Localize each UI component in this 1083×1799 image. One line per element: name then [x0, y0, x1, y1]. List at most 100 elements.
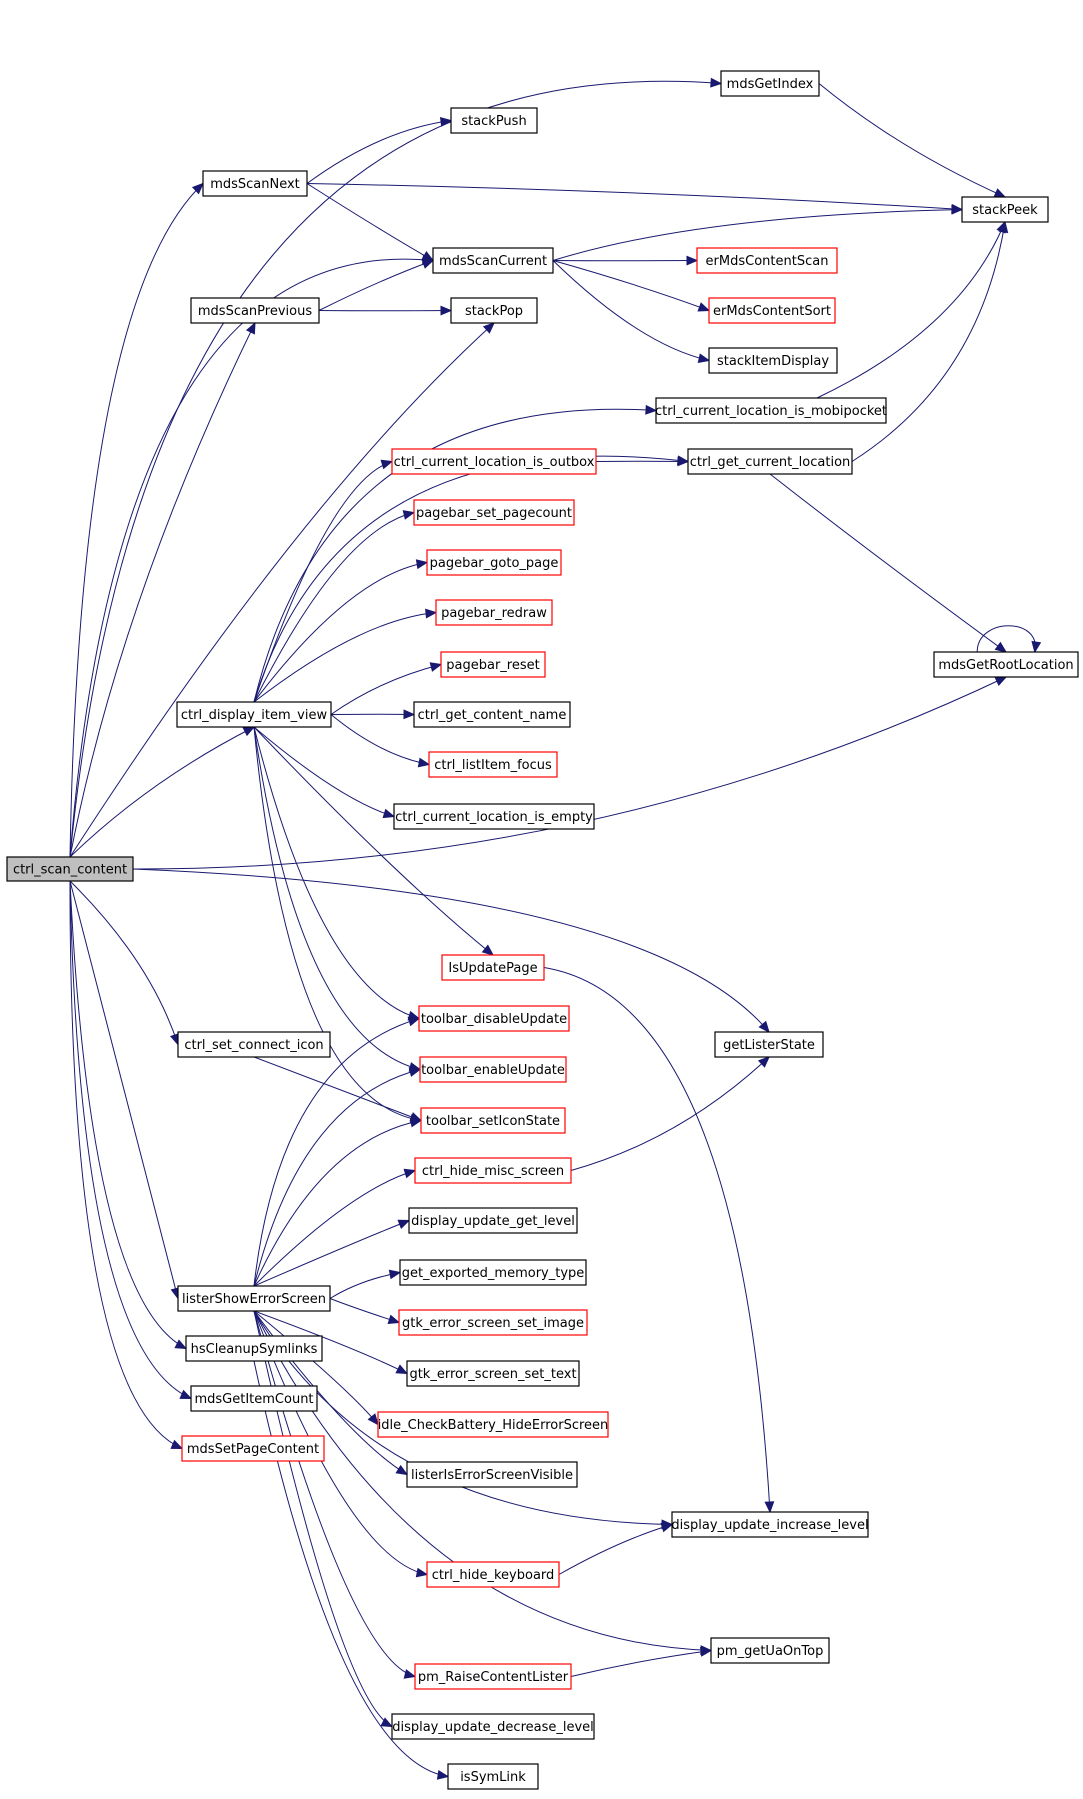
- node-ctrl_set_connect_icon[interactable]: ctrl_set_connect_icon: [177, 1031, 331, 1058]
- node-gtk_error_screen_set_text[interactable]: gtk_error_screen_set_text: [406, 1360, 580, 1387]
- node-ctrl_listItem_focus[interactable]: ctrl_listItem_focus: [428, 751, 558, 778]
- node-box[interactable]: [447, 1763, 539, 1790]
- node-box[interactable]: [414, 1157, 572, 1184]
- node-stackPush[interactable]: stackPush: [450, 107, 538, 134]
- node-stackItemDisplay[interactable]: stackItemDisplay: [708, 347, 838, 374]
- node-box[interactable]: [393, 803, 595, 830]
- node-box[interactable]: [708, 297, 836, 324]
- node-box[interactable]: [933, 651, 1079, 678]
- node-box[interactable]: [190, 297, 320, 324]
- node-box[interactable]: [406, 1461, 578, 1488]
- node-box[interactable]: [450, 297, 538, 324]
- node-ctrl_current_location_is_empty[interactable]: ctrl_current_location_is_empty: [393, 803, 595, 830]
- node-mdsScanCurrent[interactable]: mdsScanCurrent: [432, 247, 554, 274]
- node-isSymLink[interactable]: isSymLink: [447, 1763, 539, 1790]
- node-label: stackItemDisplay: [717, 354, 829, 369]
- node-box[interactable]: [419, 1056, 567, 1083]
- node-box[interactable]: [714, 1031, 824, 1058]
- arrowhead-icon: [429, 662, 443, 672]
- node-ctrl_hide_misc_screen[interactable]: ctrl_hide_misc_screen: [414, 1157, 572, 1184]
- node-toolbar_enableUpdate[interactable]: toolbar_enableUpdate: [419, 1056, 567, 1083]
- node-box[interactable]: [414, 1663, 572, 1690]
- node-box[interactable]: [432, 247, 554, 274]
- call-edge-ctrl_current_location_is_outbox-to-ctrl_get_current_location: [595, 456, 690, 467]
- node-box[interactable]: [398, 1309, 588, 1336]
- node-box[interactable]: [420, 1107, 566, 1134]
- node-pagebar_reset[interactable]: pagebar_reset: [440, 651, 546, 678]
- node-box[interactable]: [185, 1335, 323, 1362]
- node-ctrl_scan_content[interactable]: ctrl_scan_content: [6, 856, 134, 882]
- node-pagebar_set_pagecount[interactable]: pagebar_set_pagecount: [413, 499, 575, 526]
- call-edge-mdsScanNext-to-mdsScanCurrent: [306, 183, 435, 262]
- node-box[interactable]: [391, 1713, 595, 1740]
- node-box[interactable]: [428, 751, 558, 778]
- node-IsUpdatePage[interactable]: IsUpdatePage: [441, 954, 545, 981]
- node-pagebar_goto_page[interactable]: pagebar_goto_page: [426, 549, 562, 576]
- node-box[interactable]: [435, 599, 553, 626]
- node-mdsGetRootLocation[interactable]: mdsGetRootLocation: [933, 651, 1079, 678]
- node-mdsScanNext[interactable]: mdsScanNext: [202, 170, 308, 197]
- node-display_update_get_level[interactable]: display_update_get_level: [408, 1207, 578, 1234]
- node-stackPop[interactable]: stackPop: [450, 297, 538, 324]
- node-mdsGetIndex[interactable]: mdsGetIndex: [720, 70, 820, 97]
- node-gtk_error_screen_set_image[interactable]: gtk_error_screen_set_image: [398, 1309, 588, 1336]
- node-box[interactable]: [720, 70, 820, 97]
- node-box[interactable]: [408, 1207, 578, 1234]
- node-toolbar_setIconState[interactable]: toolbar_setIconState: [420, 1107, 566, 1134]
- node-mdsScanPrevious[interactable]: mdsScanPrevious: [190, 297, 320, 324]
- node-stackPeek[interactable]: stackPeek: [961, 196, 1049, 223]
- node-box[interactable]: [406, 1360, 580, 1387]
- node-erMdsContentScan[interactable]: erMdsContentScan: [696, 247, 838, 274]
- node-box[interactable]: [426, 549, 562, 576]
- node-box[interactable]: [710, 1637, 830, 1664]
- node-get_exported_memory_type[interactable]: get_exported_memory_type: [399, 1259, 587, 1286]
- node-mdsGetItemCount[interactable]: mdsGetItemCount: [190, 1385, 318, 1412]
- arrowhead-icon: [1031, 640, 1042, 654]
- node-box[interactable]: [176, 701, 332, 728]
- node-toolbar_disableUpdate[interactable]: toolbar_disableUpdate: [418, 1005, 570, 1032]
- node-box[interactable]: [177, 1285, 331, 1312]
- node-ctrl_current_location_is_outbox[interactable]: ctrl_current_location_is_outbox: [391, 448, 597, 475]
- node-box[interactable]: [391, 448, 597, 475]
- node-getListerState[interactable]: getListerState: [714, 1031, 824, 1058]
- node-display_update_increase_level[interactable]: display_update_increase_level: [671, 1511, 869, 1538]
- node-erMdsContentSort[interactable]: erMdsContentSort: [708, 297, 836, 324]
- node-pagebar_redraw[interactable]: pagebar_redraw: [435, 599, 553, 626]
- node-box[interactable]: [190, 1385, 318, 1412]
- edge-line: [570, 1650, 712, 1677]
- node-box[interactable]: [426, 1561, 560, 1588]
- node-mdsSetPageContent[interactable]: mdsSetPageContent: [181, 1435, 325, 1462]
- node-box[interactable]: [708, 347, 838, 374]
- node-listerShowErrorScreen[interactable]: listerShowErrorScreen: [177, 1285, 331, 1312]
- node-idle_CheckBattery_HideErrorScreen[interactable]: idle_CheckBattery_HideErrorScreen: [377, 1411, 609, 1438]
- node-pm_getUaOnTop[interactable]: pm_getUaOnTop: [710, 1637, 830, 1664]
- node-ctrl_get_current_location[interactable]: ctrl_get_current_location: [687, 448, 853, 475]
- node-box[interactable]: [687, 448, 853, 475]
- node-ctrl_hide_keyboard[interactable]: ctrl_hide_keyboard: [426, 1561, 560, 1588]
- node-listerIsErrorScreenVisible[interactable]: listerIsErrorScreenVisible: [406, 1461, 578, 1488]
- node-box[interactable]: [181, 1435, 325, 1462]
- node-ctrl_display_item_view[interactable]: ctrl_display_item_view: [176, 701, 332, 728]
- node-box[interactable]: [377, 1411, 609, 1438]
- node-box[interactable]: [450, 107, 538, 134]
- node-box[interactable]: [413, 499, 575, 526]
- arrowhead-icon: [758, 1020, 770, 1033]
- node-hsCleanupSymlinks[interactable]: hsCleanupSymlinks: [185, 1335, 323, 1362]
- node-box[interactable]: [671, 1511, 869, 1538]
- node-box[interactable]: [202, 170, 308, 197]
- node-box[interactable]: [6, 856, 134, 882]
- node-ctrl_current_location_is_mobipocket[interactable]: ctrl_current_location_is_mobipocket: [655, 397, 887, 424]
- node-ctrl_get_content_name[interactable]: ctrl_get_content_name: [413, 701, 571, 728]
- node-box[interactable]: [440, 651, 546, 678]
- node-box[interactable]: [418, 1005, 570, 1032]
- node-box[interactable]: [961, 196, 1049, 223]
- node-pm_RaiseContentLister[interactable]: pm_RaiseContentLister: [414, 1663, 572, 1690]
- node-display_update_decrease_level[interactable]: display_update_decrease_level: [391, 1713, 595, 1740]
- node-box[interactable]: [441, 954, 545, 981]
- node-label: pagebar_reset: [446, 658, 539, 673]
- node-box[interactable]: [655, 397, 887, 424]
- node-box[interactable]: [177, 1031, 331, 1058]
- node-box[interactable]: [696, 247, 838, 274]
- node-box[interactable]: [399, 1259, 587, 1286]
- node-box[interactable]: [413, 701, 571, 728]
